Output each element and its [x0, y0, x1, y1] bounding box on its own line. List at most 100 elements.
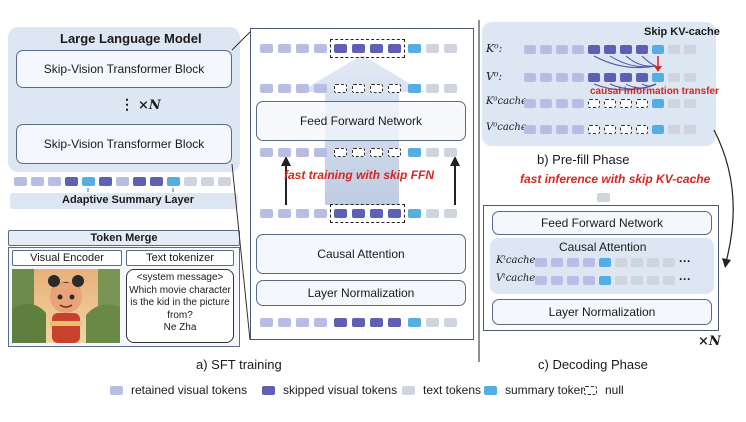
token — [426, 209, 439, 218]
legend-label: skipped visual tokens — [283, 383, 398, 397]
token — [388, 209, 401, 218]
token — [370, 318, 383, 327]
decode-norm: Layer Normalization — [492, 299, 712, 325]
token — [408, 148, 421, 157]
token — [556, 73, 568, 82]
skip-kv-title: Skip KV-cache — [644, 26, 720, 38]
token — [668, 45, 680, 54]
token — [444, 148, 457, 157]
token — [278, 84, 291, 93]
skip-bracket-top — [330, 39, 405, 58]
token — [296, 84, 309, 93]
token — [314, 209, 327, 218]
null-token — [388, 148, 401, 157]
legend-label: summary token — [505, 383, 588, 397]
token — [663, 276, 675, 285]
null-token — [588, 125, 600, 134]
k0cache-label: K⁰cache: — [486, 96, 531, 107]
decode-ffn: Feed Forward Network — [492, 211, 712, 235]
vtcache-label: Vᵗcache: — [496, 273, 539, 284]
token — [296, 148, 309, 157]
token — [444, 44, 457, 53]
token — [314, 84, 327, 93]
token — [426, 148, 439, 157]
token — [652, 125, 664, 134]
token — [599, 258, 611, 267]
null-token — [620, 99, 632, 108]
token — [663, 258, 675, 267]
token — [535, 258, 547, 267]
token — [426, 84, 439, 93]
token — [572, 45, 584, 54]
token — [218, 177, 231, 186]
token — [201, 177, 214, 186]
token — [167, 177, 180, 186]
decode-times-n: ×N — [698, 334, 721, 349]
null-token — [370, 84, 383, 93]
token — [572, 73, 584, 82]
input-image — [12, 269, 120, 343]
token — [260, 209, 273, 218]
vtcache-ellipsis: ··· — [679, 272, 691, 286]
token — [556, 125, 568, 134]
token — [572, 125, 584, 134]
token — [352, 44, 365, 53]
token — [278, 209, 291, 218]
null-token — [636, 99, 648, 108]
token — [551, 258, 563, 267]
token — [444, 84, 457, 93]
token — [631, 258, 643, 267]
token — [647, 258, 659, 267]
token — [551, 276, 563, 285]
null-token — [604, 99, 616, 108]
token — [388, 44, 401, 53]
token — [408, 84, 421, 93]
token — [388, 318, 401, 327]
skip-vision-block-bottom: Skip-Vision Transformer Block — [16, 124, 232, 164]
token — [556, 99, 568, 108]
visual-encoder: Visual Encoder — [12, 250, 122, 266]
legend-summary: summary token — [484, 383, 587, 397]
token — [352, 318, 365, 327]
token — [540, 99, 552, 108]
token — [426, 318, 439, 327]
skip-bracket-bottom — [330, 204, 405, 223]
null-token — [620, 125, 632, 134]
token — [444, 209, 457, 218]
token — [82, 177, 95, 186]
token — [583, 276, 595, 285]
null-token — [370, 148, 383, 157]
null-token — [352, 148, 365, 157]
token — [652, 45, 664, 54]
token — [647, 276, 659, 285]
token — [652, 99, 664, 108]
caption-c: c) Decoding Phase — [538, 357, 648, 372]
legend-text: text tokens — [402, 383, 481, 397]
token — [426, 44, 439, 53]
legend-label: null — [605, 383, 624, 397]
token — [524, 125, 536, 134]
token — [540, 73, 552, 82]
adaptive-summary-label: Adaptive Summary Layer — [62, 194, 195, 206]
token — [604, 73, 616, 82]
token — [314, 44, 327, 53]
token — [48, 177, 61, 186]
token — [296, 209, 309, 218]
fast-inference-label: fast inference with skip KV-cache — [520, 172, 711, 186]
token — [314, 318, 327, 327]
skip-ffn-label: fast training with skip FFN — [284, 168, 435, 182]
text-tokenizer: Text tokenizer — [126, 250, 234, 266]
token — [620, 73, 632, 82]
skip-vision-block-top: Skip-Vision Transformer Block — [16, 50, 232, 88]
token — [14, 177, 27, 186]
token — [588, 73, 600, 82]
token — [684, 45, 696, 54]
token — [296, 318, 309, 327]
token — [567, 276, 579, 285]
token — [314, 148, 327, 157]
token — [684, 99, 696, 108]
token — [99, 177, 112, 186]
causal-transfer-label: causal information transfer — [590, 86, 719, 97]
